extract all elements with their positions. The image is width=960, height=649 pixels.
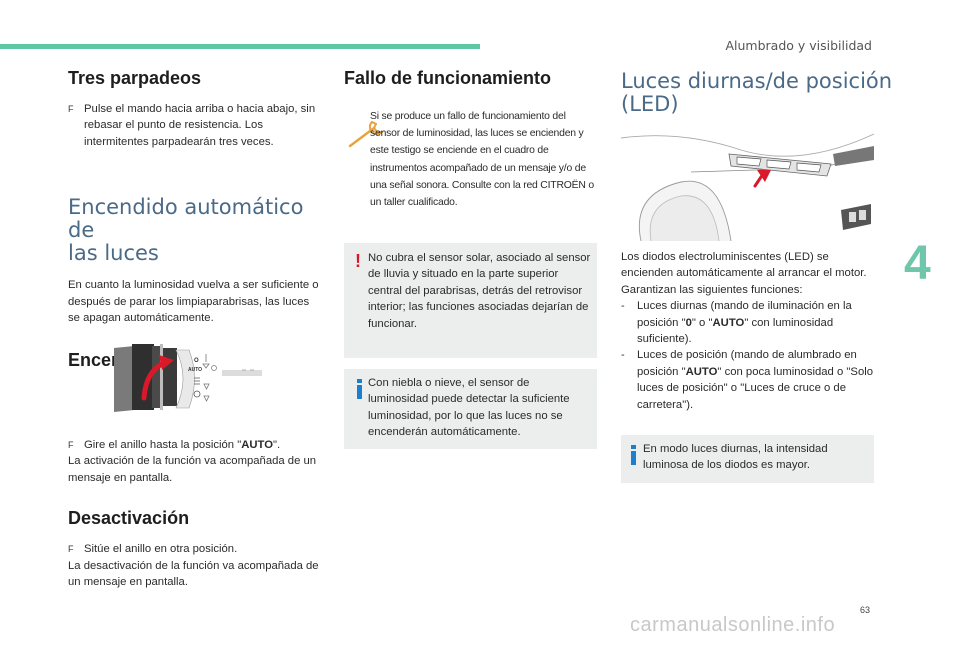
info-box-niebla-text: Con niebla o nieve, el sensor de luminos… bbox=[368, 377, 570, 439]
stalk-label-zero: O bbox=[194, 358, 199, 364]
led-headlight-image bbox=[620, 124, 875, 242]
lighting-stalk-image: O AUTO bbox=[114, 340, 264, 415]
heading-encendido-automatico-line1: Encendido automático de bbox=[68, 195, 304, 243]
heading-luces-diurnas-line2: (LED) bbox=[621, 92, 679, 116]
bullet-marker: F bbox=[68, 104, 74, 114]
info-box-diurnas-text: En modo luces diurnas, la intensidad lum… bbox=[643, 443, 828, 472]
led-item1-prefix: Luces diurnas (mando de iluminación en l… bbox=[637, 300, 852, 329]
desactivacion-bullet-text: Sitúe el anillo en otra posición. bbox=[84, 543, 238, 556]
led-item1-zero: 0 bbox=[685, 316, 692, 329]
encendido-automatico-body: En cuanto la luminosidad vuelva a ser su… bbox=[68, 279, 319, 325]
warning-icon: ! bbox=[355, 251, 361, 271]
top-accent-bar bbox=[0, 44, 480, 49]
heading-desactivacion: Desactivación bbox=[68, 508, 190, 529]
tres-parpadeos-text: Pulse el mando hacia arriba o hacia abaj… bbox=[84, 103, 316, 148]
encendido-instructions: F Gire el anillo hasta la posición "AUTO… bbox=[68, 437, 323, 590]
led-function-item-posicion: - Luces de posición (mando de alumbrado … bbox=[621, 347, 874, 413]
led-intro: Los diodos electroluminiscentes (LED) se… bbox=[621, 251, 867, 280]
desactivacion-bullet: F Sitúe el anillo en otra posición. bbox=[68, 541, 323, 557]
chapter-number: 4 bbox=[904, 237, 931, 290]
led-headlight-illustration bbox=[620, 124, 875, 242]
led-item2-prefix: Luces de posición (mando de alumbrado en… bbox=[637, 349, 857, 378]
dash-marker: - bbox=[621, 349, 625, 362]
heading-encendido-automatico: Encendido automático de las luces bbox=[68, 196, 323, 265]
led-item1-suffix: " con luminosidad suficiente). bbox=[637, 316, 834, 346]
info-box-niebla: Con niebla o nieve, el sensor de luminos… bbox=[344, 369, 597, 449]
encendido-bullet-prefix: Gire el anillo hasta la posición " bbox=[84, 439, 242, 451]
info-icon bbox=[631, 445, 636, 465]
dash-marker: - bbox=[621, 300, 625, 313]
page-number: 63 bbox=[860, 605, 871, 615]
heading-luces-diurnas: Luces diurnas/de posición (LED) bbox=[621, 70, 892, 116]
section-title: Alumbrado y visibilidad bbox=[725, 38, 872, 53]
led-functions-lead: Garantizan las siguientes funciones: bbox=[621, 283, 803, 296]
encendido-bullet: F Gire el anillo hasta la posición "AUTO… bbox=[68, 437, 323, 453]
fallo-funcionamiento-text: Si se produce un fallo de funcionamiento… bbox=[370, 111, 594, 209]
bullet-marker: F bbox=[68, 544, 74, 555]
wrench-icon bbox=[346, 116, 388, 154]
stalk-label-auto: AUTO bbox=[188, 367, 202, 373]
heading-luces-diurnas-line1: Luces diurnas/de posición bbox=[621, 69, 893, 93]
bullet-marker: F bbox=[68, 440, 74, 450]
warning-box: ! No cubra el sensor solar, asociado al … bbox=[344, 243, 597, 358]
lighting-stalk-illustration: O AUTO bbox=[114, 344, 262, 412]
tres-parpadeos-bullet: F Pulse el mando hacia arriba o hacia ab… bbox=[68, 101, 323, 150]
heading-encendido-automatico-line2: las luces bbox=[68, 241, 159, 266]
led-item2-auto: AUTO bbox=[685, 365, 718, 378]
info-icon bbox=[357, 379, 362, 399]
info-box-diurnas: En modo luces diurnas, la intensidad lum… bbox=[621, 435, 874, 483]
column-right: Los diodos electroluminiscentes (LED) se… bbox=[621, 249, 874, 413]
led-function-item-diurnas: - Luces diurnas (mando de iluminación en… bbox=[621, 298, 874, 347]
desactivacion-body: La desactivación de la función va acompa… bbox=[68, 559, 319, 589]
heading-tres-parpadeos: Tres parpadeos bbox=[68, 68, 202, 88]
column-left: Tres parpadeos F Pulse el mando hacia ar… bbox=[68, 68, 323, 371]
led-item1-mid: " o " bbox=[691, 316, 713, 329]
watermark: carmanualsonline.info bbox=[630, 614, 836, 636]
encendido-bullet-suffix: ". bbox=[273, 439, 281, 451]
encendido-body: La activación de la función va acompañad… bbox=[68, 455, 317, 484]
led-item2-suffix: " con poca luminosidad o "Solo luces de … bbox=[637, 365, 874, 411]
led-item1-auto: AUTO bbox=[712, 316, 745, 329]
heading-fallo-funcionamiento: Fallo de funcionamiento bbox=[344, 68, 552, 88]
encendido-bullet-auto: AUTO bbox=[241, 439, 274, 451]
warning-box-text: No cubra el sensor solar, asociado al se… bbox=[368, 252, 591, 330]
